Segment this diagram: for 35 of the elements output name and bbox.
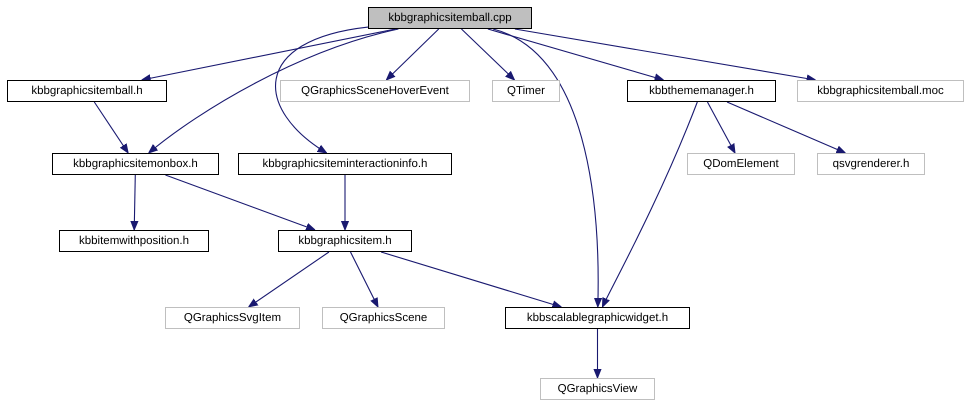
arrow [350,252,378,308]
arrow [380,251,562,308]
arrow [340,175,350,230]
file-box: QGraphicsScene [322,307,445,329]
arrow [726,102,846,154]
arrow [141,28,396,82]
arrow [488,28,664,82]
arrow [130,174,138,230]
arrow [94,102,129,154]
file-box: kbbgraphicsitem.h [278,230,412,252]
file-box: QGraphicsSvgItem [165,307,300,329]
file-box: kbbscalablegraphicwidget.h [505,307,690,329]
file-box: QTimer [492,80,560,102]
arrow [492,28,602,308]
file-box: QDomElement [687,153,795,175]
file-box: kbbgraphicsitemonbox.h [52,153,219,175]
file-box: kbbgraphicsiteminteractioninfo.h [238,153,452,175]
file-box: kbbgraphicsitemball.moc [797,80,964,102]
file-box: kbbthememanager.h [627,80,776,102]
file-box: kbbitemwithposition.h [59,230,209,252]
arrow [706,102,736,154]
file-box: kbbgraphicsitemball.h [7,80,167,102]
file-box: kbbgraphicsitemball.cpp [368,7,532,29]
arrow [148,28,399,154]
arrow [275,26,368,154]
file-box: QGraphicsSceneHoverEvent [280,80,470,102]
file-box: QGraphicsView [540,378,655,400]
arrow [386,28,440,80]
arrow [165,174,316,231]
arrow [461,28,515,80]
arrow [602,102,698,308]
arrow [248,252,330,308]
arrow [593,329,602,378]
file-box: qsvgrenderer.h [817,153,925,175]
arrow [514,28,816,82]
